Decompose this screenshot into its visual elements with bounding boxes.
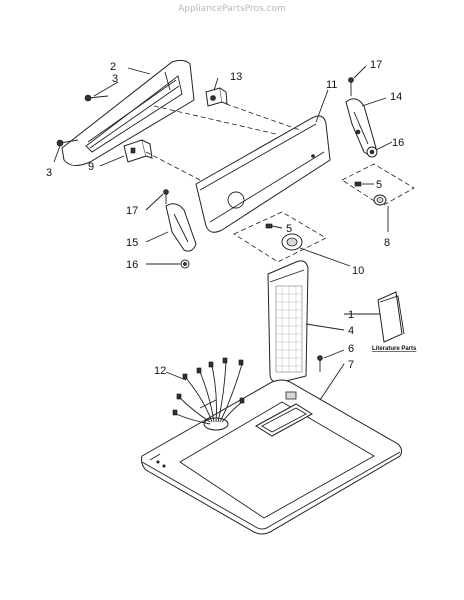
callout-17-right: 17 bbox=[370, 59, 382, 71]
top-screw[interactable] bbox=[317, 355, 323, 373]
callout-1: 1 bbox=[348, 309, 354, 321]
callout-14: 14 bbox=[390, 91, 402, 103]
screw-upper[interactable] bbox=[84, 94, 109, 102]
callout-16-right: 16 bbox=[392, 137, 404, 149]
callout-3-lower: 3 bbox=[46, 167, 52, 179]
callout-5-right: 5 bbox=[376, 179, 382, 191]
wire-harness[interactable] bbox=[172, 357, 245, 431]
control-panel-console[interactable] bbox=[195, 115, 331, 233]
clip-left[interactable] bbox=[180, 259, 190, 269]
end-cap-right[interactable] bbox=[345, 98, 377, 155]
console-rear-panel[interactable] bbox=[61, 59, 195, 166]
callout-13: 13 bbox=[230, 71, 242, 83]
callout-5-front: 5 bbox=[286, 223, 292, 235]
callout-10: 10 bbox=[352, 265, 364, 277]
end-cap-left[interactable] bbox=[165, 203, 197, 252]
callout-6: 6 bbox=[348, 343, 354, 355]
watermark: AppliancePartsPros.com bbox=[178, 4, 286, 14]
callout-3-upper: 3 bbox=[112, 73, 118, 85]
callout-2: 2 bbox=[110, 61, 116, 73]
callout-16-left: 16 bbox=[126, 259, 138, 271]
timer-switch[interactable] bbox=[123, 139, 153, 163]
console-switch[interactable] bbox=[205, 87, 228, 107]
callout-9: 9 bbox=[88, 161, 94, 173]
callout-7: 7 bbox=[348, 359, 354, 371]
screw-right[interactable] bbox=[348, 77, 354, 97]
callout-15: 15 bbox=[126, 237, 138, 249]
callout-11: 11 bbox=[326, 79, 337, 91]
literature-label: Literature Parts bbox=[372, 346, 417, 352]
knob-front[interactable] bbox=[281, 233, 303, 251]
lint-filter[interactable] bbox=[267, 260, 309, 383]
spring-right[interactable] bbox=[354, 181, 362, 187]
callout-4: 4 bbox=[348, 325, 354, 337]
spring-front[interactable] bbox=[265, 223, 273, 229]
callout-8: 8 bbox=[384, 237, 390, 249]
dryer-top-panel[interactable] bbox=[141, 379, 403, 535]
screw-left[interactable] bbox=[163, 189, 169, 205]
callout-12: 12 bbox=[154, 365, 166, 377]
literature-parts[interactable] bbox=[377, 291, 405, 343]
knob-right[interactable] bbox=[373, 194, 387, 206]
clip-right[interactable] bbox=[366, 146, 378, 158]
callout-17-left: 17 bbox=[126, 205, 138, 217]
